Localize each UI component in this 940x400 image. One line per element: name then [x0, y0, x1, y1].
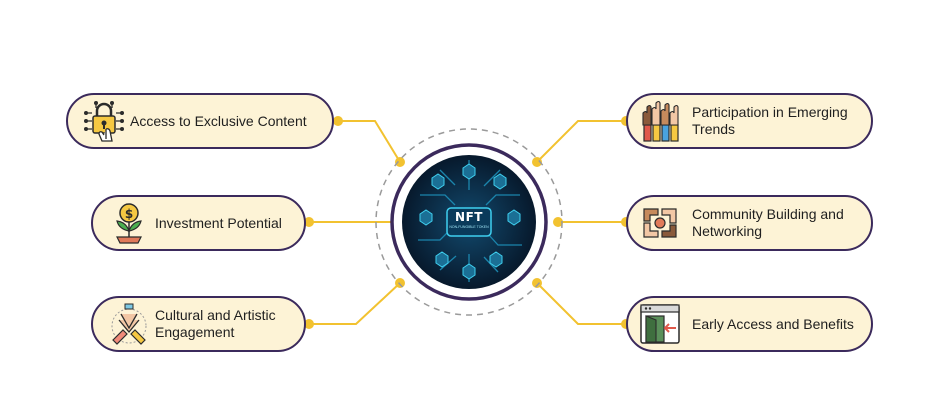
connector-left-top	[336, 120, 401, 163]
item-cultural-artistic-engagement: Cultural and Artistic Engagement	[91, 296, 306, 352]
connector-left-bot	[309, 282, 401, 325]
item-participation-emerging-trends: Participation in Emerging Trends	[626, 93, 873, 149]
connector-right-top	[536, 120, 628, 163]
linked-hands-icon	[643, 208, 677, 238]
svg-text:$: $	[125, 207, 133, 221]
raised-hands-icon	[642, 100, 679, 142]
item-label: Cultural and Artistic Engagement	[155, 307, 276, 340]
item-early-access-benefits: Early Access and Benefits	[626, 296, 873, 352]
nft-badge-sublabel: NON-FUNGIBLE TOKEN	[449, 225, 489, 229]
item-label: Early Access and Benefits	[692, 315, 854, 332]
hands-together-icon	[111, 303, 147, 345]
item-investment-potential: $ Investment Potential	[91, 195, 306, 251]
item-label: Community Building and Networking	[692, 206, 844, 239]
nft-badge: NFT NON-FUNGIBLE TOKEN	[447, 210, 491, 236]
nft-badge-label: NFT	[455, 210, 483, 224]
connector-right-bot	[536, 282, 628, 325]
center-hub	[375, 128, 563, 316]
item-label: Investment Potential	[155, 214, 282, 231]
item-access-exclusive-content: Access to Exclusive Content	[66, 93, 334, 149]
padlock-circuit-icon	[84, 101, 124, 142]
item-label: Participation in Emerging Trends	[692, 104, 848, 137]
item-community-building-networking: Community Building and Networking	[626, 195, 873, 251]
money-plant-icon: $	[116, 203, 142, 244]
item-label: Access to Exclusive Content	[130, 112, 307, 129]
door-entry-icon	[640, 304, 680, 344]
